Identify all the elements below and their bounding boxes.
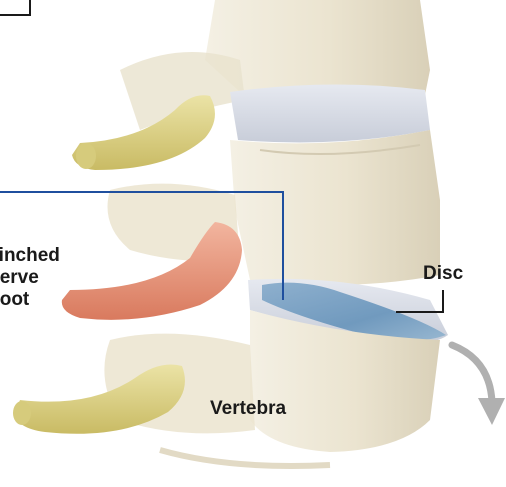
label-line-1: Pinched	[0, 245, 60, 267]
frame-corner	[0, 0, 30, 15]
vertebra-label: Vertebra	[210, 398, 286, 420]
label-line-3: Root	[0, 289, 60, 311]
upper-disc	[230, 84, 430, 142]
nerve-end	[13, 401, 31, 425]
label-line-2: Nerve	[0, 267, 60, 289]
nerve-end	[76, 143, 96, 169]
pinched-nerve-root-label: Pinched Nerve Root	[0, 245, 60, 311]
herniation-arrow	[452, 345, 505, 425]
disc-label: Disc	[423, 263, 463, 285]
